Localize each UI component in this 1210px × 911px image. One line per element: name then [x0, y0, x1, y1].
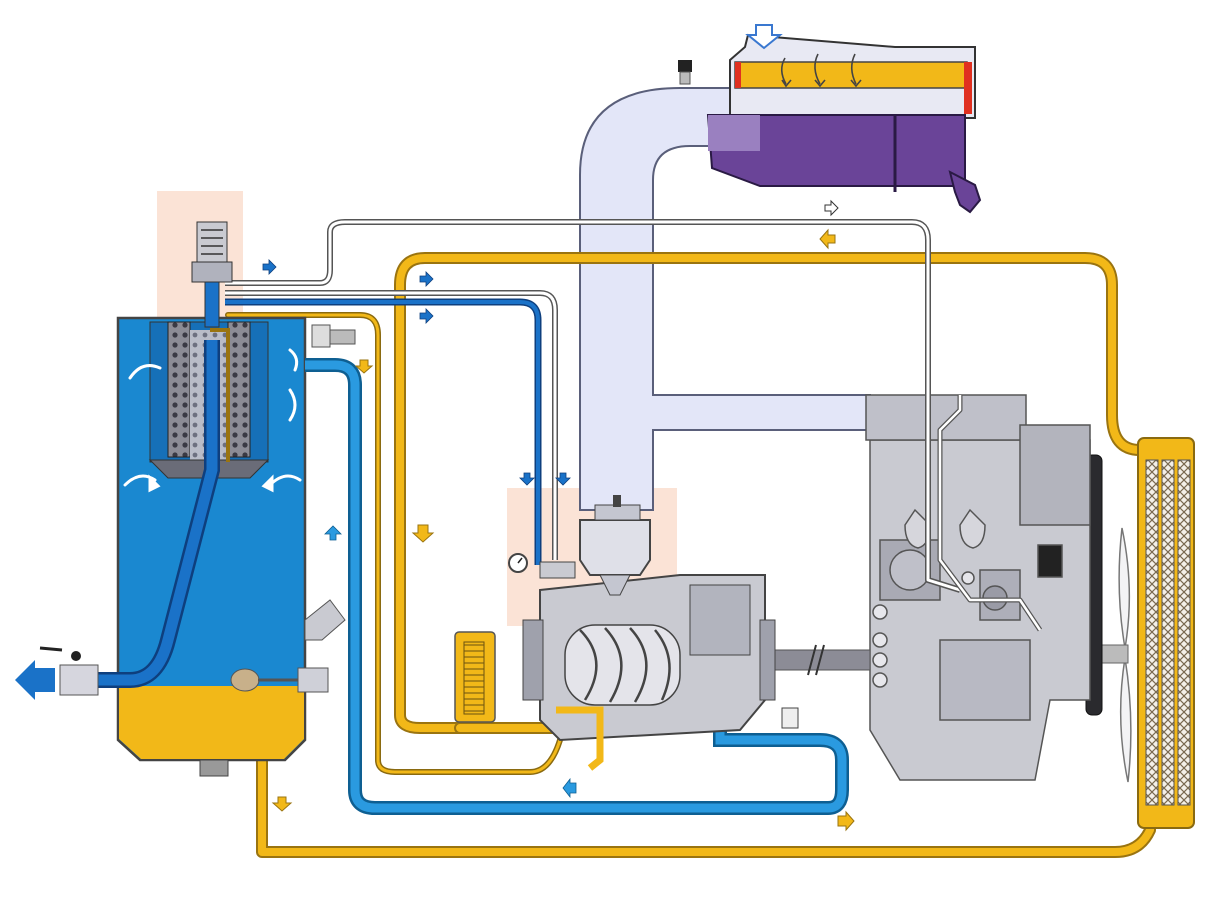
- engine-sensor-icon: [1037, 544, 1063, 578]
- drain-plug: [199, 759, 229, 777]
- oil-flow-arrow-icon: [271, 228, 855, 832]
- dust-valve: [948, 170, 982, 214]
- intake-valve: [579, 495, 651, 596]
- oil-filler-neck: [304, 599, 346, 641]
- flow-arrow-icon: [824, 199, 839, 217]
- fan-icon: [1085, 454, 1132, 783]
- engine: [865, 394, 1091, 781]
- safety-valve-icon: [311, 324, 356, 348]
- control-air-line: [225, 298, 542, 565]
- level-sensor-icon: [297, 667, 329, 693]
- air-inlet-arrow-icon: [745, 24, 783, 50]
- check-valve: [781, 707, 799, 729]
- oil-air-flow-arrow-icon: [324, 525, 577, 799]
- separator-tank: [60, 316, 356, 777]
- air-filter: [678, 24, 982, 214]
- ball-valve-icon: [39, 646, 99, 696]
- control-regulator: [539, 561, 576, 579]
- swirl-arrow-icon: [123, 348, 302, 493]
- oil-filter: [454, 631, 496, 723]
- oil-circuit: [225, 252, 1156, 858]
- service-indicator-icon: [678, 60, 692, 85]
- air-filter-housing: [706, 114, 966, 187]
- pressure-gauge-icon: [508, 553, 528, 573]
- filter-flow-arrows: [780, 53, 862, 88]
- screw-rotor: [564, 624, 681, 706]
- compressor-air-end: [522, 574, 776, 771]
- minimum-pressure-valve: [191, 221, 233, 328]
- air-flow-arrow-icon: [262, 259, 571, 486]
- tank-oil-level: [119, 686, 304, 759]
- air-outlet-arrow-icon: [15, 660, 55, 700]
- oil-cooler: [1137, 437, 1195, 829]
- control-lines: [225, 219, 1043, 632]
